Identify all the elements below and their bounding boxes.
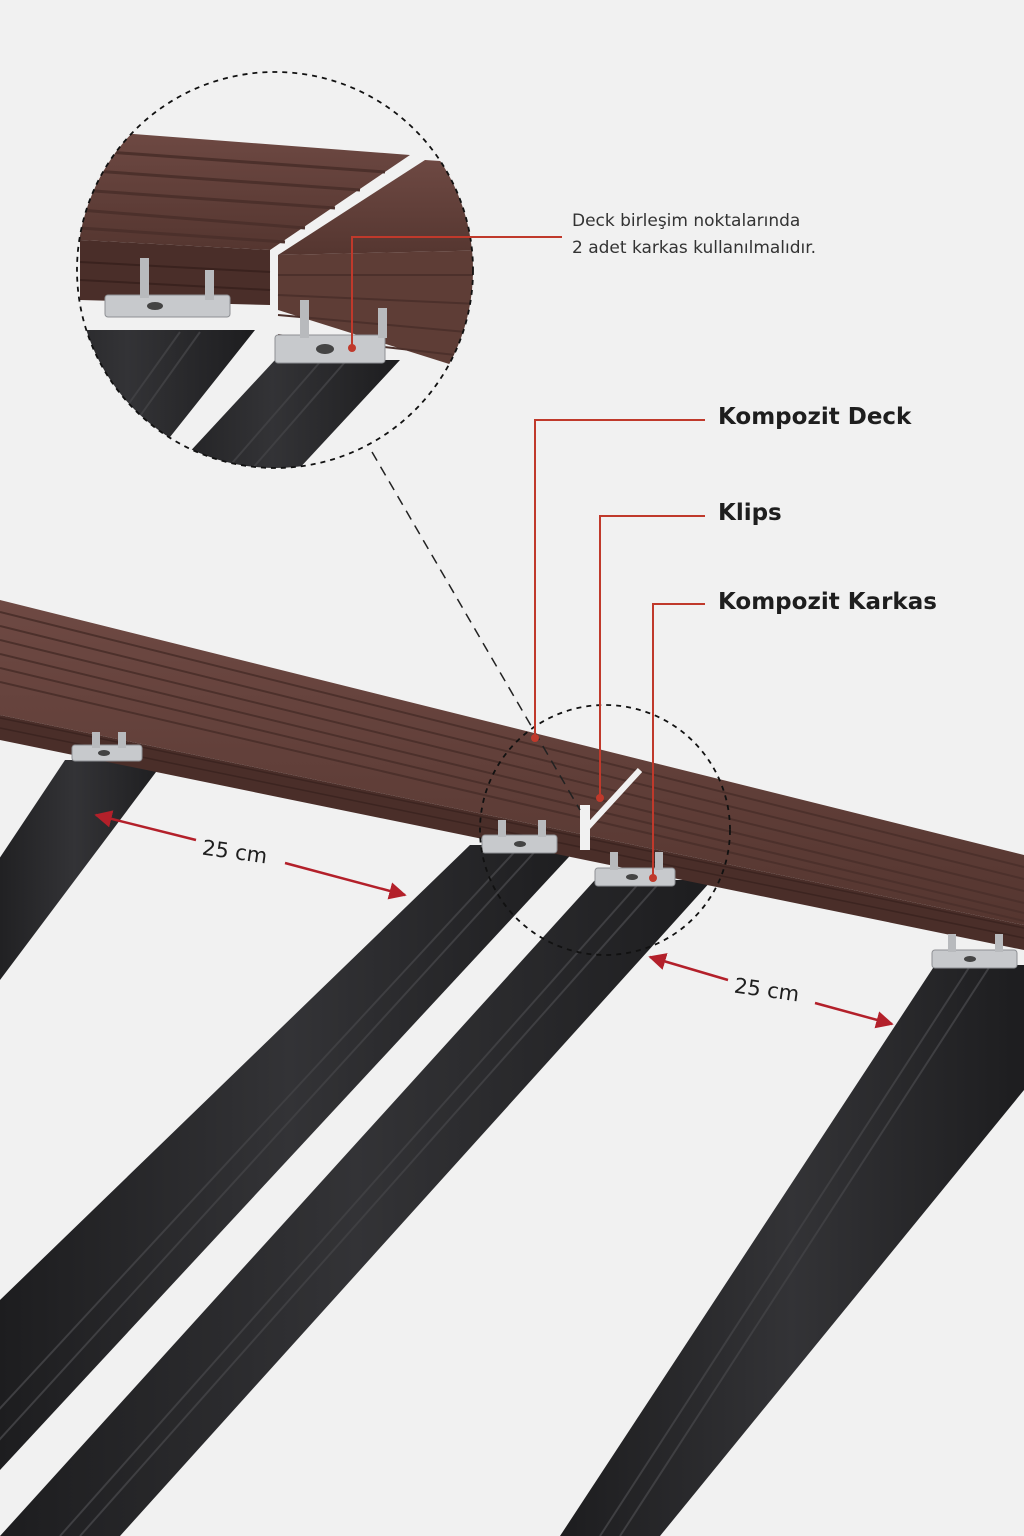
clip-group (71, 732, 1018, 969)
frame-callout-line (652, 603, 705, 878)
deck-callout-line (534, 419, 705, 738)
clip-1 (71, 732, 143, 762)
dim-arrow-right-a (648, 953, 729, 982)
zoom-detail (76, 71, 474, 469)
joint-note-line-1: Deck birleşim noktalarında (572, 211, 801, 231)
dim-arrow-left-a (94, 810, 197, 842)
joist-group (0, 760, 1024, 1536)
callout-lines (348, 236, 705, 882)
callout-kompozit-deck: Kompozit Deck (718, 404, 912, 430)
joint-note: Deck birleşim noktalarında 2 adet karkas… (572, 208, 816, 262)
joist-3 (0, 880, 712, 1536)
callout-kompozit-karkas: Kompozit Karkas (718, 589, 937, 615)
callout-klips: Klips (718, 500, 782, 526)
note-callout-line (351, 236, 562, 348)
clip-callout-line (599, 515, 705, 798)
clip-4 (931, 934, 1018, 969)
joint-note-line-2: 2 adet karkas kullanılmalıdır. (572, 238, 817, 258)
joist-grooves (0, 845, 991, 1536)
dim-arrow-right-b (814, 1001, 894, 1029)
joint-detail-ring (479, 704, 731, 956)
joist-4 (560, 965, 1024, 1536)
joist-1 (0, 760, 165, 980)
joist-2 (0, 845, 580, 1470)
zoom-connector-line (371, 451, 581, 811)
clip-2 (481, 820, 558, 854)
clip-3 (594, 852, 676, 887)
deck-board (0, 600, 1024, 950)
dim-arrow-left-b (284, 861, 407, 900)
dimension-arrows (94, 810, 894, 1029)
